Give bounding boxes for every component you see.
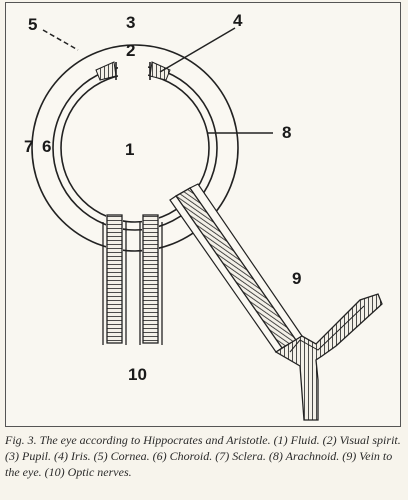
label-choroid: 6 — [42, 137, 51, 156]
label-sclera: 7 — [24, 137, 33, 156]
label-iris: 4 — [233, 11, 243, 30]
label-visual-spirit: 2 — [126, 41, 135, 60]
figure-caption: Fig. 3. The eye according to Hippocrates… — [5, 433, 401, 479]
pupil-gap — [118, 60, 148, 84]
label-fluid: 1 — [125, 140, 134, 159]
vein-to-eye — [169, 183, 383, 421]
eye-diagram: 1 2 3 4 5 6 7 8 9 10 — [24, 11, 383, 421]
label-pupil: 3 — [126, 13, 135, 32]
label-vein: 9 — [292, 269, 301, 288]
label-arachnoid: 8 — [282, 123, 291, 142]
label-optic-nerves: 10 — [128, 365, 147, 384]
label-cornea: 5 — [28, 15, 37, 34]
optic-nerves — [102, 213, 163, 345]
